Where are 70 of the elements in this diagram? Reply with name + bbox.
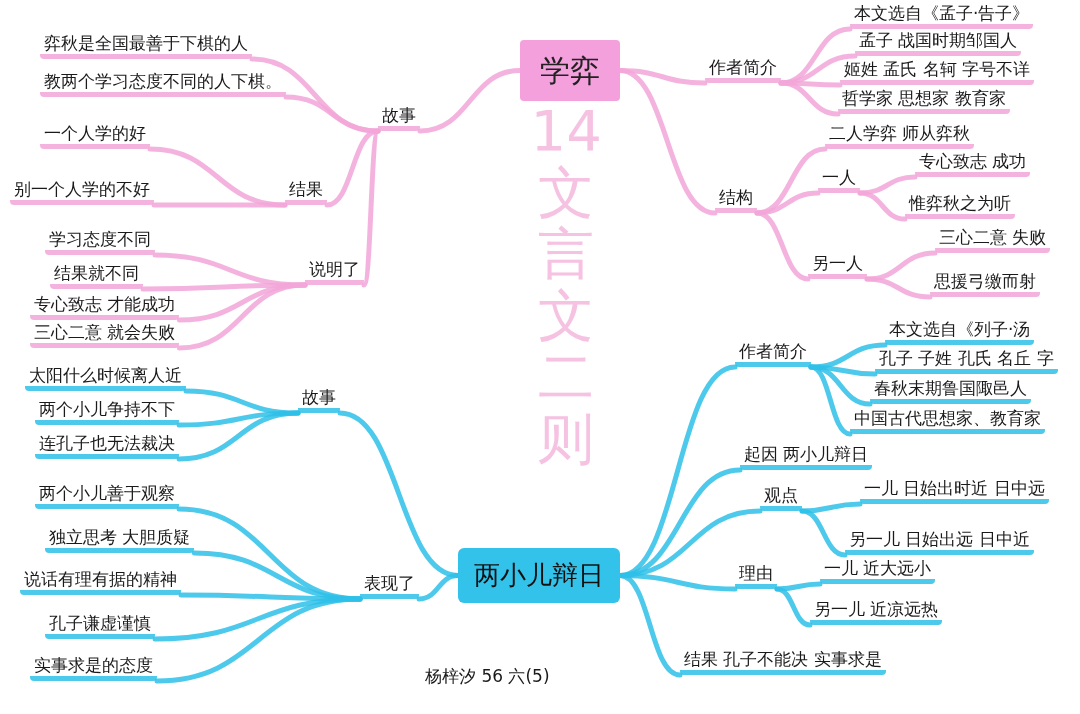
branch-text: 孟子 战国时期邹国人 [855, 29, 1022, 56]
branch-text: 结果 [285, 178, 327, 205]
branch-text: 作者简介 [705, 56, 781, 83]
branch-text: 另一儿 日始出远 日中近 [845, 528, 1034, 555]
branch-text: 专心致志 才能成功 [30, 293, 180, 320]
branch-line [754, 190, 821, 216]
branch-text: 三心二意 就会失败 [30, 321, 180, 348]
branch-text: 观点 [760, 484, 802, 511]
branch-line [754, 210, 811, 282]
branch-line [857, 174, 918, 196]
branch-line [774, 581, 823, 592]
branch-text: 一儿 日始出时近 日中远 [860, 477, 1049, 504]
branch-text: 理由 [735, 562, 777, 589]
branch-line [283, 94, 381, 134]
branch-line [361, 128, 381, 288]
branch-line [176, 282, 308, 351]
branch-text: 作者简介 [735, 340, 811, 367]
branch-text: 结果就不同 [50, 262, 143, 289]
branch-text: 别一个人学的不好 [10, 178, 154, 205]
branch-text: 中国古代思想家、教育家 [850, 407, 1045, 434]
branch-text: 表现了 [360, 572, 419, 599]
branch-text: 结果 孔子不能决 实事求是 [680, 648, 886, 675]
branch-line [808, 364, 853, 437]
branch-text: 姬姓 孟氏 名轲 字号不详 [840, 58, 1035, 85]
branch-text: 结构 [715, 186, 757, 213]
branch-text: 一儿 近大远小 [820, 557, 936, 584]
branch-text: 起因 两小儿辩日 [740, 443, 873, 470]
branch-text: 太阳什么时候离人近 [25, 364, 186, 391]
signature-text: 杨梓汐 56 六(5) [425, 665, 550, 688]
branch-text: 说话有理有据的精神 [20, 568, 181, 595]
branch-text: 说明了 [305, 258, 364, 285]
branch-text: 故事 [378, 104, 420, 131]
branch-text: 春秋末期鲁国陬邑人 [870, 377, 1031, 404]
branch-text: 一个人学的好 [40, 122, 150, 149]
branch-line [864, 276, 933, 300]
topic-box: 两小儿辩日 [458, 548, 620, 603]
branch-text: 惟弈秋之为听 [905, 192, 1015, 219]
branch-text: 专心致志 成功 [915, 150, 1031, 177]
branch-line [151, 202, 288, 208]
branch-line [154, 596, 363, 684]
branch-line [799, 508, 848, 558]
branch-text: 三心二意 失败 [935, 226, 1051, 253]
branch-text: 连孔子也无法裁决 [35, 432, 179, 459]
branch-text: 二人学弈 师从弈秋 [825, 122, 975, 149]
branch-text: 哲学家 思想家 教育家 [838, 87, 1010, 114]
branch-text: 教两个学习态度不同的人下棋。 [40, 70, 286, 97]
branch-line [799, 501, 863, 514]
branch-text: 本文选自《列子·汤 [885, 318, 1035, 345]
branch-text: 孔子谦虚谨慎 [45, 612, 155, 639]
branch-text: 孔子 子姓 孔氏 名丘 字 [875, 347, 1058, 374]
branch-text: 独立思考 大胆质疑 [45, 526, 195, 553]
branch-text: 思援弓缴而射 [930, 270, 1040, 297]
branch-text: 两个小儿争持不下 [35, 398, 179, 425]
branch-line [178, 592, 363, 602]
branch-text: 另一儿 近凉远热 [810, 598, 943, 625]
branch-line [864, 250, 938, 282]
branch-text: 一人 [818, 166, 860, 193]
branch-text: 故事 [298, 386, 340, 413]
branch-line [176, 410, 301, 462]
branch-text: 另一人 [808, 252, 867, 279]
topic-box: 学弈 [520, 40, 620, 101]
branch-text: 本文选自《孟子·告子》 [850, 2, 1034, 29]
diagram-title: 14文言文二则 [529, 100, 603, 470]
branch-text: 实事求是的态度 [30, 654, 157, 681]
branch-text: 弈秋是全国最善于下棋的人 [40, 32, 252, 59]
branch-line [778, 80, 841, 117]
branch-line [857, 190, 908, 222]
branch-line [774, 586, 813, 628]
branch-text: 学习态度不同 [45, 228, 155, 255]
branch-text: 两个小儿善于观察 [35, 482, 179, 509]
